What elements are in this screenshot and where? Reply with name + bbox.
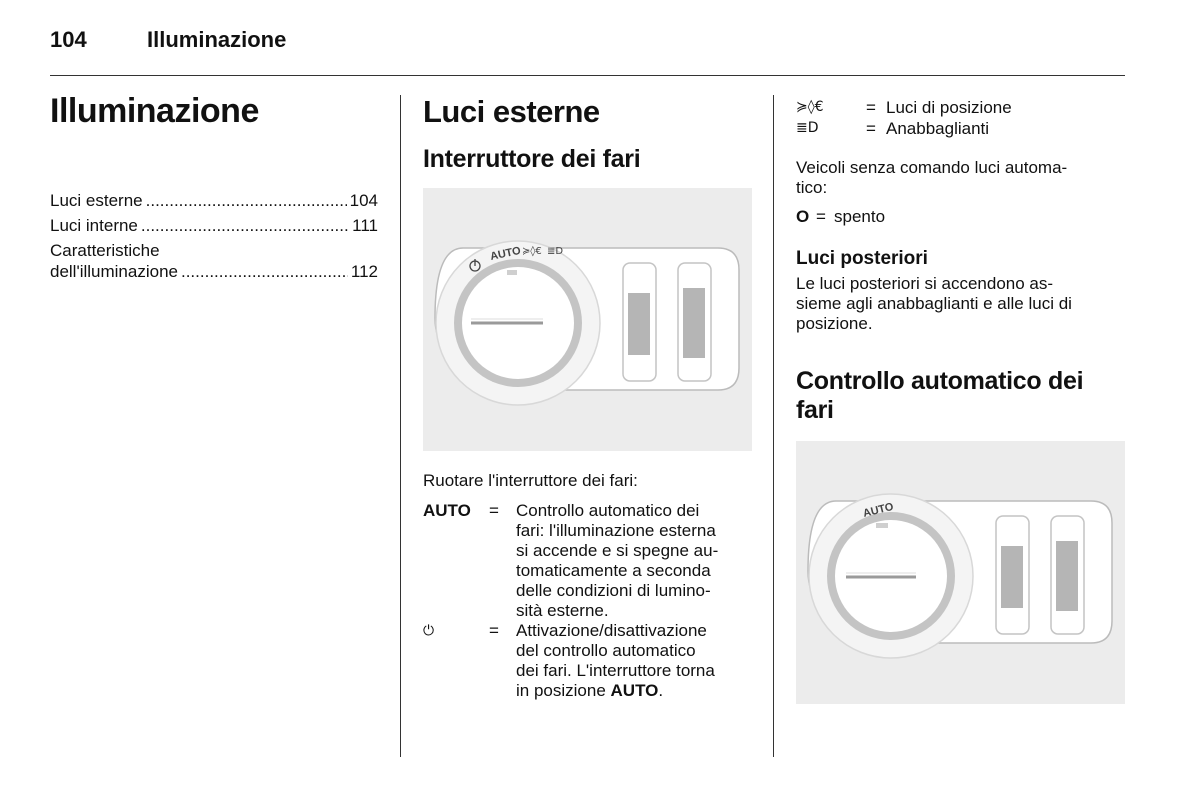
symbol-equals: = xyxy=(816,207,826,226)
definition-line: fari: l'illuminazione esterna xyxy=(516,521,716,540)
text-line: sieme agli anabbaglianti e alle luci di xyxy=(796,294,1072,313)
section-heading: Luci esterne xyxy=(423,94,600,129)
figure-label-low-beam: ≣D xyxy=(547,246,563,257)
off-position-row: O = spento xyxy=(796,206,885,227)
auto-light-switch-figure: AUTO xyxy=(796,441,1125,704)
toc-label-line2: dell'illuminazione xyxy=(50,262,178,281)
subsection-heading: Interruttore dei fari xyxy=(423,145,641,173)
definition-line: dei fari. L'interruttore torna xyxy=(516,661,715,680)
definition-line: in posizione AUTO. xyxy=(516,681,664,700)
toc-entry-luci-esterne[interactable]: Luci esterne ...........................… xyxy=(50,190,378,211)
definition-line: del controllo automatico xyxy=(516,641,696,660)
toc-label-line1: Caratteristiche xyxy=(50,241,160,260)
definition-auto: AUTO = Controllo automatico dei fari: l'… xyxy=(423,501,763,621)
text-line: posizione. xyxy=(796,314,873,333)
figure-label-parking-lights: ≽◊€ xyxy=(522,245,542,257)
off-symbol: O xyxy=(796,207,810,226)
switch-positions-list: AUTO = Controllo automatico dei fari: l'… xyxy=(423,501,763,701)
toc-entry-caratteristiche[interactable]: Caratteristiche dell'illuminazione .....… xyxy=(50,240,378,282)
toc-label: Luci interne xyxy=(50,216,138,235)
heading-line: fari xyxy=(796,396,834,424)
symbol-equals: = xyxy=(866,98,876,117)
symbol-equals: = xyxy=(866,119,876,138)
toc-leader: ........................................… xyxy=(140,216,349,235)
symbol-row-parking-lights: ≽◊€ = Luci di posizione xyxy=(796,97,1126,118)
symbol-row-low-beam: ≣D = Anabbaglianti xyxy=(796,118,1126,139)
off-text: spento xyxy=(834,207,886,226)
text-line: Le luci posteriori si accendono as- xyxy=(796,274,1054,293)
power-icon: ⏻ xyxy=(423,623,435,639)
definition-term: AUTO xyxy=(423,501,471,520)
parking-lights-icon: ≽◊€ xyxy=(796,99,824,115)
definition-power: ⏻ = Attivazione/disattivazione del contr… xyxy=(423,621,763,701)
symbol-legend: ≽◊€ = Luci di posizione ≣D = Anabbaglian… xyxy=(796,97,1126,139)
rear-lights-text: Le luci posteriori si accendono as- siem… xyxy=(796,274,1126,334)
switch-intro-text: Ruotare l'interruttore dei fari: xyxy=(423,471,638,490)
definition-line: si accende e si spegne au- xyxy=(516,541,719,560)
rear-lights-heading: Luci posteriori xyxy=(796,248,928,269)
definition-equals: = xyxy=(489,501,499,520)
definition-text: Controllo automatico dei fari: l'illumin… xyxy=(516,501,763,621)
definition-line: Controllo automatico dei xyxy=(516,501,700,520)
light-switch-illustration: AUTO ≽◊€ ≣D xyxy=(434,240,740,406)
auto-control-heading: Controllo automatico dei fari xyxy=(796,367,1084,425)
vehicles-without-auto-text: Veicoli senza comando luci automa- tico: xyxy=(796,158,1126,198)
toc-leader: ........................................… xyxy=(145,191,347,210)
definition-text: Attivazione/disattivazione del controllo… xyxy=(516,621,763,701)
toc-page: 112 xyxy=(350,262,378,281)
toc-page: 104 xyxy=(349,191,378,210)
definition-equals: = xyxy=(489,621,499,640)
toc-leader: ........................................… xyxy=(180,262,348,281)
definition-line: tomaticamente a seconda xyxy=(516,561,711,580)
column-divider-2 xyxy=(773,95,774,757)
low-beam-icon: ≣D xyxy=(796,120,819,136)
text-line: Veicoli senza comando luci automa- xyxy=(796,158,1068,177)
definition-line: Attivazione/disattivazione xyxy=(516,621,707,640)
definition-line: sità esterne. xyxy=(516,601,609,620)
toc-page: 111 xyxy=(352,216,378,235)
page-number: 104 xyxy=(50,27,87,52)
toc-entry-luci-interne[interactable]: Luci interne ...........................… xyxy=(50,215,378,236)
table-of-contents: Luci esterne ...........................… xyxy=(50,190,378,286)
text-line: tico: xyxy=(796,178,828,197)
column-divider-1 xyxy=(400,95,401,757)
symbol-text: Anabbaglianti xyxy=(886,119,990,138)
symbol-text: Luci di posizione xyxy=(886,98,1012,117)
heading-line: Controllo automatico dei xyxy=(796,367,1084,395)
running-header-title: Illuminazione xyxy=(147,27,287,52)
toc-label: Luci esterne xyxy=(50,191,143,210)
light-switch-figure: AUTO ≽◊€ ≣D xyxy=(423,188,752,451)
header-rule xyxy=(50,75,1125,76)
chapter-title: Illuminazione xyxy=(50,92,259,130)
auto-light-switch-illustration: AUTO xyxy=(807,493,1113,659)
definition-line: delle condizioni di lumino- xyxy=(516,581,711,600)
